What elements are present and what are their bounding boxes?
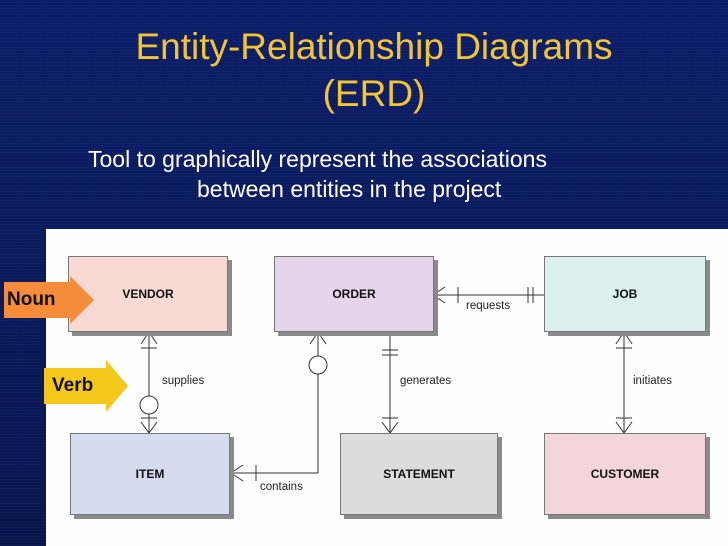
entity-customer-label: CUSTOMER (590, 467, 660, 481)
relationship-generates: generates (400, 375, 452, 387)
verb-callout: Verb (44, 360, 128, 412)
relationship-requests: requests (466, 300, 511, 312)
optional-circle-order (308, 355, 328, 375)
entity-statement-label: STATEMENT (383, 467, 455, 481)
noun-arrow-shape (4, 276, 94, 324)
relationship-lines (139, 286, 633, 482)
subtitle-line-2: between entities in the project (197, 176, 502, 202)
erd-diagram: VENDOR ORDER JOB ITEM STATEMENT CUSTOMER… (46, 229, 728, 546)
noun-callout: Noun (4, 276, 96, 324)
relationship-contains: contains (260, 481, 303, 493)
verb-callout-label: Verb (52, 375, 94, 396)
entity-order: ORDER (274, 256, 434, 332)
entity-customer: CUSTOMER (544, 433, 706, 515)
entity-job-label: JOB (612, 287, 638, 301)
subtitle-line-1: Tool to graphically represent the associ… (88, 146, 547, 172)
entity-vendor-label: VENDOR (122, 287, 174, 301)
slide-title-abbreviation: (ERD) (322, 73, 426, 114)
entity-item-label: ITEM (135, 467, 165, 481)
entity-order-label: ORDER (332, 287, 376, 301)
entity-item: ITEM (70, 433, 230, 515)
verb-arrow-shape (44, 360, 128, 412)
optional-circle-vendor-item (139, 395, 159, 415)
entity-statement: STATEMENT (340, 433, 498, 515)
entity-job: JOB (544, 256, 706, 332)
relationship-initiates: initiates (633, 375, 672, 387)
slide-title: Entity-Relationship Diagrams (135, 26, 613, 67)
relationship-supplies: supplies (162, 375, 205, 387)
entity-vendor: VENDOR (68, 256, 228, 332)
slide-subtitle: Tool to graphically represent the associ… (88, 144, 708, 204)
noun-callout-label: Noun (7, 289, 56, 310)
